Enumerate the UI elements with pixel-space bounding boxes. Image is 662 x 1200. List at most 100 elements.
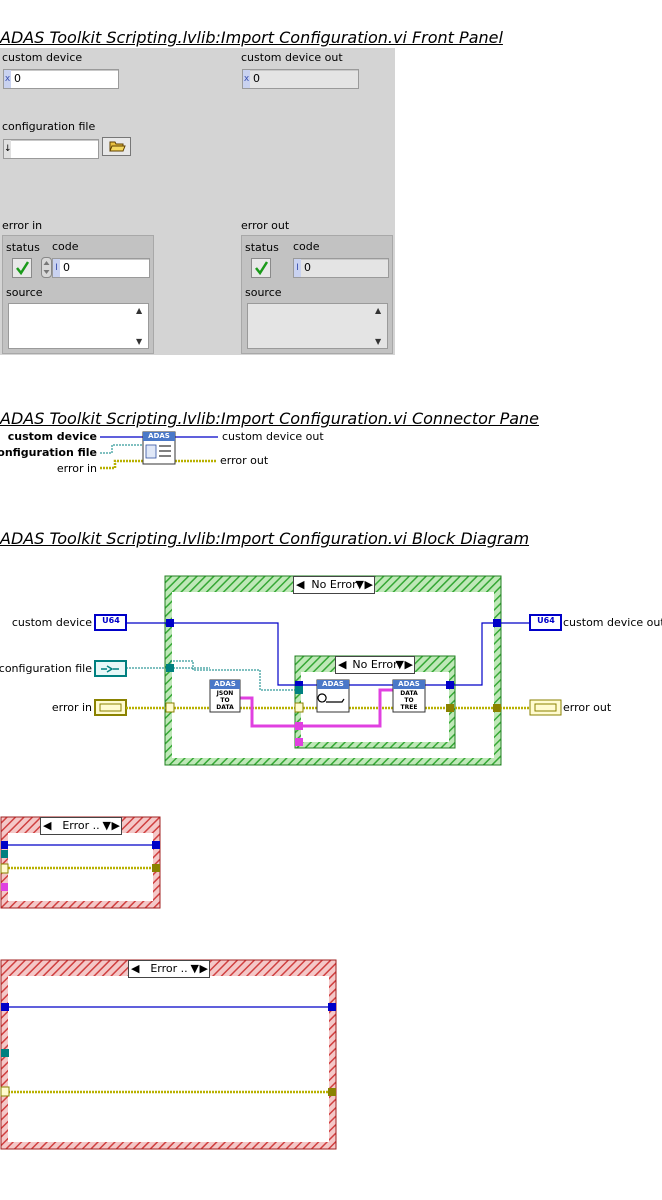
connector-input-custom-device: custom device xyxy=(7,430,97,443)
configuration-file-label: configuration file xyxy=(2,120,96,133)
dropdown-arrow-icon[interactable]: ▼ xyxy=(190,962,199,975)
connector-output-custom-device-out: custom device out xyxy=(222,430,324,443)
tunnel xyxy=(295,681,303,689)
decrement-arrow-icon[interactable]: ◀ xyxy=(296,578,305,591)
scroll-down-icon[interactable]: ▼ xyxy=(375,337,382,346)
error-in-label: error in xyxy=(2,219,43,232)
tunnel xyxy=(493,619,501,627)
increment-arrow-icon[interactable]: ▶ xyxy=(199,962,208,975)
error-out-label: error out xyxy=(241,219,290,232)
error-case-1-selector[interactable]: ◀ Error .. ▼ ▶ xyxy=(40,817,122,835)
decrement-arrow-icon[interactable]: ◀ xyxy=(131,962,140,975)
error-in-code-label: code xyxy=(52,240,79,253)
tunnel xyxy=(166,619,174,627)
tunnel xyxy=(1,883,8,891)
u64-terminal-text: U64 xyxy=(102,616,120,625)
error-out-code-indicator: I 0 xyxy=(293,258,389,278)
numeric-radix-icon: x xyxy=(243,70,250,88)
tunnel xyxy=(446,681,454,689)
front-panel: custom device x 0 custom device out x 0 … xyxy=(0,48,395,355)
error-in-source-label: source xyxy=(6,286,43,299)
error-out-source-field: ▲ ▼ xyxy=(247,303,388,349)
decrement-arrow-icon[interactable]: ◀ xyxy=(43,819,52,832)
custom-device-control[interactable]: x 0 xyxy=(3,69,119,89)
tunnel xyxy=(1,1003,9,1011)
error-case-1-selector-label: Error .. xyxy=(62,819,100,832)
checkmark-icon xyxy=(255,261,268,275)
error-in-status-checkbox[interactable] xyxy=(12,258,32,278)
connector-pane-title: ADAS Toolkit Scripting.lvlib:Import Conf… xyxy=(0,409,540,428)
increment-arrow-icon[interactable]: ▶ xyxy=(364,578,373,591)
error-in-source-field[interactable]: ▲ ▼ xyxy=(8,303,149,349)
bd-configuration-file-label: configuration file xyxy=(0,662,92,675)
error-out-source-label: source xyxy=(245,286,282,299)
refnum-banner: ADAS xyxy=(322,680,344,688)
main-case-selector[interactable]: ◀ No Error ▼ ▶ xyxy=(293,576,375,594)
bd-custom-device-out-label: custom device out xyxy=(563,616,662,629)
error-out-cluster: status code I 0 source ▲ ▼ xyxy=(241,235,393,354)
dropdown-arrow-icon[interactable]: ▼ xyxy=(395,658,404,671)
tunnel xyxy=(328,1003,336,1011)
connector-input-error-in: error in xyxy=(56,462,97,475)
updown-arrow-icon xyxy=(43,261,50,274)
numeric-radix-icon: I xyxy=(53,259,60,277)
dropdown-arrow-icon[interactable]: ▼ xyxy=(355,578,364,591)
connector-output-error-out: error out xyxy=(220,454,269,467)
tunnel xyxy=(0,1086,10,1097)
custom-device-out-indicator: x 0 xyxy=(242,69,359,89)
tunnel xyxy=(1,850,8,858)
error-in-cluster: status code I 0 source ▲ ▼ xyxy=(2,235,154,354)
error-case-2-selector-label: Error .. xyxy=(150,962,188,975)
numeric-radix-icon: x xyxy=(4,70,11,88)
custom-device-label: custom device xyxy=(2,51,83,64)
configuration-file-path-control[interactable]: ↓ xyxy=(3,139,99,159)
tunnel xyxy=(328,1088,336,1096)
tunnel xyxy=(295,722,303,730)
path-icon: ↓ xyxy=(4,140,12,158)
folder-icon xyxy=(109,141,126,152)
tunnel xyxy=(0,863,9,874)
tunnel xyxy=(152,841,160,849)
tunnel xyxy=(165,702,175,713)
tunnel xyxy=(493,704,501,712)
error-in-status-label: status xyxy=(6,241,40,254)
dropdown-arrow-icon[interactable]: ▼ xyxy=(102,819,111,832)
increment-arrow-icon[interactable]: ▶ xyxy=(404,658,413,671)
error-in-code-value: 0 xyxy=(63,261,70,274)
tunnel xyxy=(1,841,8,849)
bd-custom-device-label: custom device xyxy=(11,616,92,629)
scroll-down-icon[interactable]: ▼ xyxy=(136,337,143,346)
key-icon xyxy=(317,693,345,703)
error-out-status-label: status xyxy=(245,241,279,254)
connector-input-configuration-file: configuration file xyxy=(0,446,97,459)
tunnel xyxy=(1,1049,9,1057)
custom-device-out-label: custom device out xyxy=(241,51,343,64)
error-out-code-value: 0 xyxy=(304,261,311,274)
custom-device-value: 0 xyxy=(14,72,21,85)
checkmark-icon xyxy=(16,261,29,275)
decrement-arrow-icon[interactable]: ◀ xyxy=(338,658,347,671)
error-case-2-selector[interactable]: ◀ Error .. ▼ ▶ xyxy=(128,960,210,978)
tunnel xyxy=(295,686,303,694)
code-increment-decrement[interactable] xyxy=(41,257,52,278)
browse-button[interactable] xyxy=(102,137,131,156)
block-diagram-title: ADAS Toolkit Scripting.lvlib:Import Conf… xyxy=(0,529,530,548)
inner-case-selector[interactable]: ◀ No Error ▼ ▶ xyxy=(335,656,415,674)
bd-error-out-label: error out xyxy=(563,701,612,714)
tunnel xyxy=(152,864,160,872)
tunnel xyxy=(295,738,303,746)
increment-arrow-icon[interactable]: ▶ xyxy=(111,819,120,832)
error-in-code-control[interactable]: I 0 xyxy=(52,258,150,278)
vi-icon-banner: ADAS xyxy=(148,432,170,440)
bd-error-in-label: error in xyxy=(51,701,92,714)
numeric-radix-icon: I xyxy=(294,259,301,277)
custom-device-out-value: 0 xyxy=(253,72,260,85)
inner-case-selector-label: No Error xyxy=(352,658,398,671)
error-out-code-label: code xyxy=(293,240,320,253)
tunnel xyxy=(294,702,304,713)
scroll-up-icon[interactable]: ▲ xyxy=(375,306,382,315)
main-case-selector-label: No Error xyxy=(311,578,357,591)
scroll-up-icon[interactable]: ▲ xyxy=(136,306,143,315)
